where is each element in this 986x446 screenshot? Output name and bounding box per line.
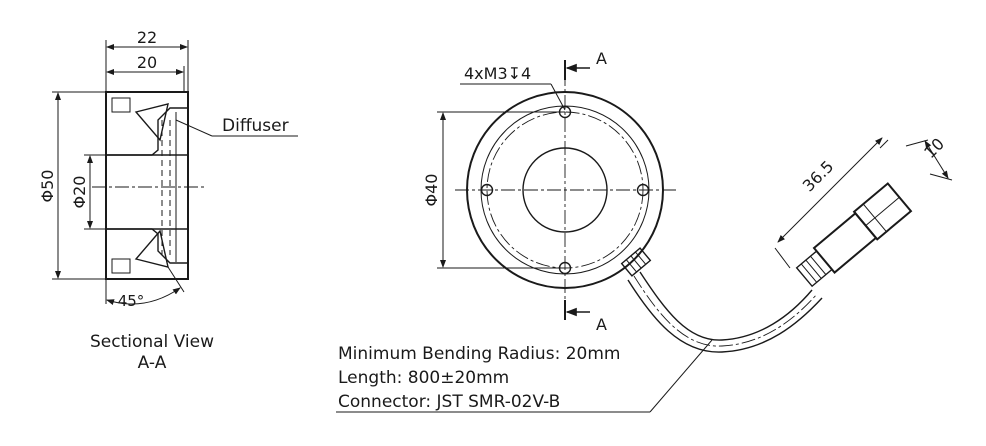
dim-50-label: Φ50	[38, 170, 57, 203]
diffuser-label: Diffuser	[222, 116, 289, 136]
holes-leader	[550, 83, 566, 111]
connector-view: 36.5 10	[774, 134, 953, 288]
cable-upper	[639, 271, 813, 341]
dim-10-line	[924, 140, 949, 179]
section-mark-bottom-letter: A	[596, 315, 607, 334]
connector-body	[795, 182, 913, 288]
section-prism-lower	[134, 229, 169, 268]
section-hatch-upper	[105, 91, 189, 156]
dim-10-label: 10	[920, 134, 948, 162]
note-connector: Connector: JST SMR-02V-B	[338, 392, 560, 412]
dim-45-ext-angled	[167, 266, 185, 293]
section-caption-title: Sectional View	[90, 332, 214, 352]
dim-365-ext-right	[879, 139, 889, 149]
dim-45-label: 45°	[118, 292, 145, 310]
dim-365-line	[777, 137, 883, 243]
dim-20d-label: Φ20	[70, 176, 89, 209]
notes-leader	[649, 339, 713, 413]
section-mark-top-letter: A	[596, 49, 607, 68]
dim-40-label: Φ40	[422, 174, 441, 207]
dim-20-label: 20	[137, 53, 157, 72]
section-caption-aa: A-A	[138, 353, 167, 373]
diffuser-leader	[175, 119, 213, 137]
dim-10-ext-1	[905, 139, 929, 147]
holes-callout-label: 4xM3↧4	[464, 64, 531, 83]
connector-boot	[795, 250, 833, 288]
dim-10-ext-2	[929, 173, 953, 181]
dim-365-label: 36.5	[799, 157, 838, 196]
notes: Minimum Bending Radius: 20mm Length: 800…	[336, 339, 713, 413]
cable-lower	[627, 279, 823, 353]
front-view: A A 4xM3↧4 Φ40	[422, 49, 823, 353]
cable-centerline	[633, 275, 818, 347]
connector-housing	[812, 211, 878, 274]
section-hatch-lower	[105, 228, 189, 280]
section-groove-upper	[111, 97, 131, 113]
dim-365-ext-left	[774, 247, 791, 269]
dim-22-label: 22	[137, 28, 157, 47]
section-groove-lower	[111, 258, 131, 274]
section-prism-upper	[134, 103, 169, 142]
cable-strain-relief	[620, 247, 652, 277]
sectional-view: 22 20 Φ50 Φ20 45° Diffuser Sectional Vie…	[38, 28, 298, 373]
dim-45-arc	[106, 287, 181, 305]
note-length: Length: 800±20mm	[338, 368, 509, 388]
note-bending-radius: Minimum Bending Radius: 20mm	[338, 344, 620, 364]
